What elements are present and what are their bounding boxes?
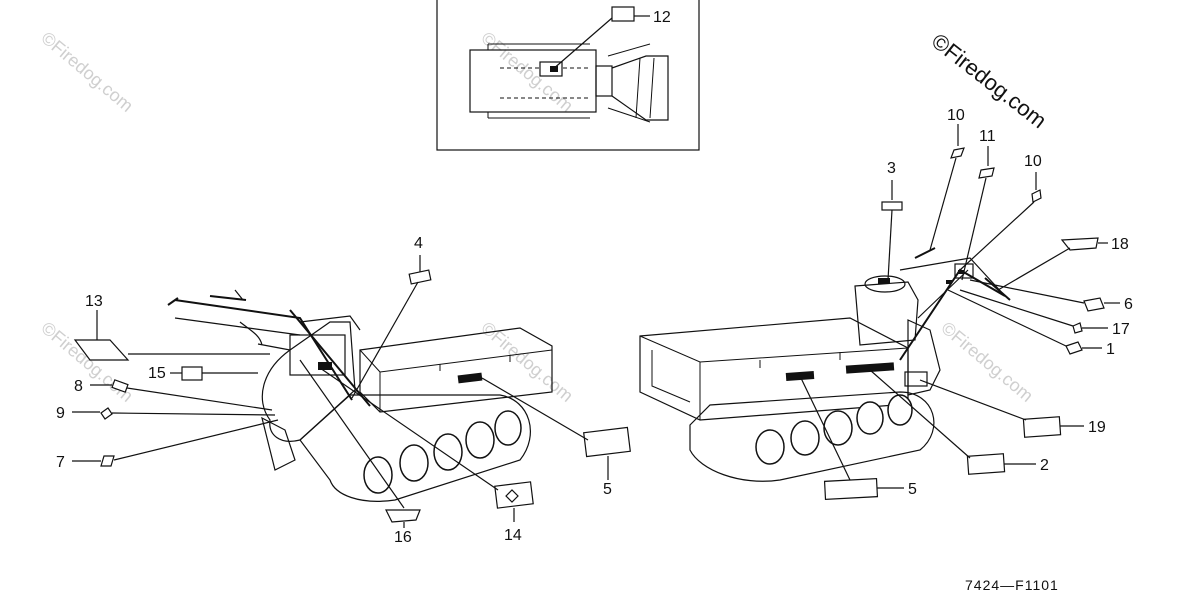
right-machine [639, 247, 1011, 482]
callout-1: 1 [1106, 341, 1115, 358]
decal-14 [494, 481, 534, 509]
callout-5-left: 5 [603, 481, 612, 498]
inset-frame [436, 0, 700, 151]
callout-17: 17 [1112, 321, 1130, 338]
callout-7: 7 [56, 454, 65, 471]
decal-9 [100, 407, 113, 420]
decal-6 [1083, 297, 1105, 312]
decal-16 [385, 509, 421, 523]
callout-10-right: 10 [1024, 153, 1042, 170]
callout-5-right: 5 [908, 481, 917, 498]
decal-13 [73, 339, 130, 361]
callout-16: 16 [394, 529, 412, 546]
callout-8: 8 [74, 378, 83, 395]
callout-6: 6 [1124, 296, 1133, 313]
left-machine [167, 289, 553, 502]
callout-9: 9 [56, 405, 65, 422]
decal-15 [181, 366, 203, 381]
decal-2 [966, 453, 1006, 475]
decal-12 [611, 6, 635, 22]
callout-18: 18 [1111, 236, 1129, 253]
decal-3 [881, 201, 903, 211]
drawing-code: 7424—F1101 [965, 577, 1059, 593]
callout-10-left: 10 [947, 107, 965, 124]
decal-17 [1072, 322, 1083, 334]
callout-14: 14 [504, 527, 522, 544]
watermark-faint-4: ©Firedog.com [477, 318, 577, 406]
callout-15: 15 [148, 365, 166, 382]
watermark-faint-3: ©Firedog.com [37, 318, 137, 406]
watermark-faint-1: ©Firedog.com [37, 28, 137, 116]
decal-1 [1065, 341, 1083, 355]
callout-3: 3 [887, 160, 896, 177]
callout-13: 13 [85, 293, 103, 310]
callout-19: 19 [1088, 419, 1106, 436]
decal-4 [408, 269, 432, 285]
decal-7 [100, 455, 115, 467]
callout-12: 12 [653, 9, 671, 26]
decal-5-right [823, 478, 879, 500]
decal-19 [1022, 416, 1062, 438]
decal-10-left [950, 147, 965, 159]
decal-8 [111, 379, 129, 393]
decal-10-right [1031, 189, 1042, 203]
decal-18 [1060, 237, 1099, 251]
inset-top-view [436, 0, 700, 151]
decal-5-left [583, 426, 631, 458]
callout-11: 11 [979, 128, 996, 145]
decal-11 [978, 167, 995, 179]
watermark-main: ©Firedog.com [927, 28, 1052, 133]
callout-4: 4 [414, 235, 423, 252]
callout-2: 2 [1040, 457, 1049, 474]
